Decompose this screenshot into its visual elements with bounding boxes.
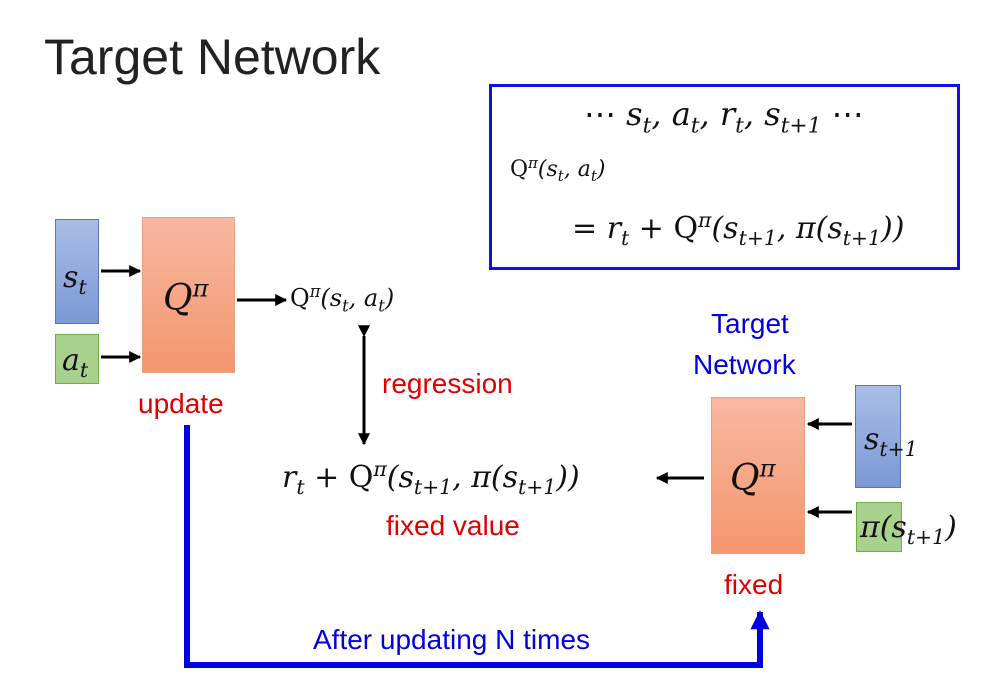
fixed-label: fixed [724, 569, 784, 600]
q-network-label: Qπ [163, 273, 209, 319]
action-input-box: at [55, 334, 99, 384]
target-network-title-line1: Target [711, 308, 789, 339]
after-updating-label: After updating N times [313, 624, 591, 655]
q-output-label: Qπ(st, at) [290, 282, 395, 316]
target-q-network-box: Qπ [711, 397, 805, 554]
next-state-input-label: st+1 [864, 422, 918, 462]
target-q-network-label: Qπ [730, 453, 776, 499]
state-input-label: st [63, 260, 87, 300]
fixed-value-label: fixed value [386, 510, 520, 541]
formula-box: ⋯ st, at, rt, st+1 ⋯ Qπ(st, at) = rt + Q… [489, 84, 960, 270]
formula-q-lhs: Qπ(st, at) [510, 153, 606, 186]
formula-transition-sequence: ⋯ st, at, rt, st+1 ⋯ [584, 95, 864, 139]
q-network-box: Qπ [142, 217, 235, 373]
next-state-input-box [855, 385, 901, 488]
action-input-label: at [62, 343, 89, 383]
target-network-title-line2: Network [693, 349, 796, 380]
regression-label: regression [382, 368, 513, 399]
policy-input-box [856, 502, 902, 552]
formula-q-rhs: = rt + Qπ(st+1, π(st+1)) [572, 207, 905, 251]
sync-arrow [184, 425, 770, 668]
policy-input-label: π(st+1) [860, 510, 957, 550]
slide-title: Target Network [44, 29, 381, 85]
state-input-box: st [55, 219, 99, 324]
update-label: update [138, 388, 224, 419]
target-value-expression: rt + Qπ(st+1, π(st+1)) [282, 456, 580, 500]
